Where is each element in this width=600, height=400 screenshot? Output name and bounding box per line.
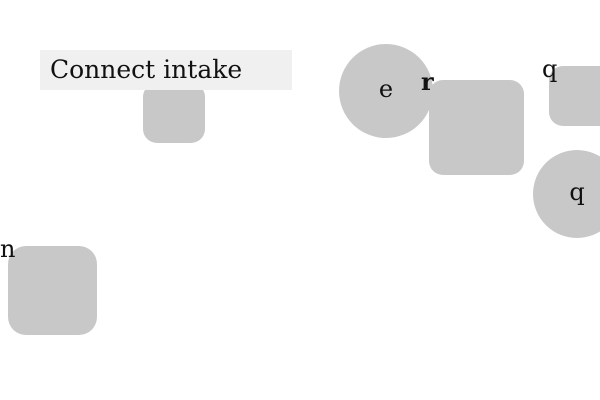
connect-intake-tooltip: Connect intake xyxy=(40,50,292,90)
node-square-left[interactable] xyxy=(8,246,97,335)
node-square-small[interactable] xyxy=(143,83,205,143)
tooltip-text: Connect intake xyxy=(50,55,243,84)
label-n: n xyxy=(0,235,16,263)
node-circle-e[interactable]: e xyxy=(339,44,433,138)
node-circle-q[interactable]: q xyxy=(533,150,600,238)
node-q-label: q xyxy=(569,178,585,206)
node-e-label: e xyxy=(378,75,394,103)
node-square-large[interactable] xyxy=(429,80,524,175)
label-r: r xyxy=(421,67,434,96)
node-square-right-edge[interactable] xyxy=(549,66,600,126)
label-q: q xyxy=(542,55,558,83)
